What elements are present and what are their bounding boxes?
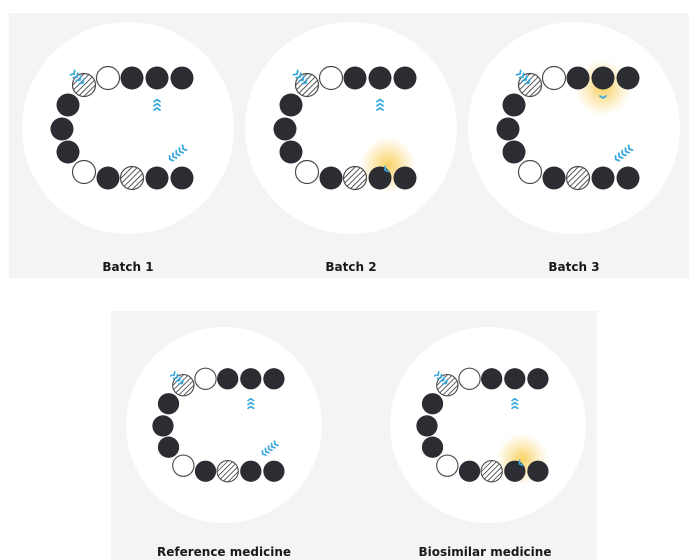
biosimilar-medicine-label: Biosimilar medicine bbox=[419, 545, 552, 559]
dark-bead bbox=[459, 461, 480, 482]
batch-1-molecule bbox=[22, 22, 234, 234]
open-bead bbox=[519, 161, 542, 184]
dark-bead bbox=[617, 67, 640, 90]
dark-bead bbox=[527, 368, 548, 389]
dark-bead bbox=[503, 94, 526, 117]
dark-bead bbox=[158, 437, 179, 458]
dark-bead bbox=[146, 167, 169, 190]
glycan-bottom-right bbox=[262, 441, 278, 455]
dark-bead bbox=[416, 415, 437, 436]
dark-bead bbox=[121, 67, 144, 90]
dark-bead bbox=[217, 368, 238, 389]
dark-bead bbox=[527, 461, 548, 482]
dark-bead bbox=[158, 393, 179, 414]
dark-bead bbox=[567, 67, 590, 90]
batch-3-label: Batch 3 bbox=[548, 260, 599, 274]
glycan-top-middle bbox=[248, 399, 254, 409]
dark-bead bbox=[394, 67, 417, 90]
dark-bead bbox=[146, 67, 169, 90]
open-bead bbox=[437, 455, 458, 476]
open-bead bbox=[97, 67, 120, 90]
dark-bead bbox=[171, 167, 194, 190]
dark-bead bbox=[369, 67, 392, 90]
dark-bead bbox=[592, 167, 615, 190]
dark-bead bbox=[57, 141, 80, 164]
open-bead bbox=[73, 161, 96, 184]
dark-bead bbox=[503, 141, 526, 164]
dark-bead bbox=[617, 167, 640, 190]
dark-bead bbox=[274, 118, 297, 141]
batch-1-label: Batch 1 bbox=[102, 260, 153, 274]
open-bead bbox=[320, 67, 343, 90]
dark-bead bbox=[320, 167, 343, 190]
dark-bead bbox=[280, 141, 303, 164]
dark-bead bbox=[240, 368, 261, 389]
open-bead bbox=[459, 368, 480, 389]
open-bead bbox=[195, 368, 216, 389]
dark-bead bbox=[504, 461, 525, 482]
dark-bead bbox=[97, 167, 120, 190]
dark-bead bbox=[240, 461, 261, 482]
glycan-top-middle bbox=[512, 399, 518, 409]
dark-bead bbox=[195, 461, 216, 482]
dark-bead bbox=[481, 368, 502, 389]
open-bead bbox=[173, 455, 194, 476]
dark-bead bbox=[504, 368, 525, 389]
hatched-bead bbox=[344, 167, 367, 190]
dark-bead bbox=[152, 415, 173, 436]
batch-2-label: Batch 2 bbox=[325, 260, 376, 274]
hatched-bead bbox=[567, 167, 590, 190]
hatched-bead bbox=[121, 167, 144, 190]
dark-bead bbox=[57, 94, 80, 117]
open-bead bbox=[543, 67, 566, 90]
dark-bead bbox=[592, 67, 615, 90]
glycan-top-middle bbox=[377, 100, 383, 110]
biosimilar-medicine-molecule bbox=[390, 327, 586, 523]
open-bead bbox=[296, 161, 319, 184]
reference-medicine-label: Reference medicine bbox=[157, 545, 291, 559]
batch-3-molecule bbox=[468, 22, 680, 234]
dark-bead bbox=[51, 118, 74, 141]
dark-bead bbox=[263, 461, 284, 482]
reference-medicine-molecule bbox=[126, 327, 322, 523]
dark-bead bbox=[497, 118, 520, 141]
batch-2-molecule bbox=[245, 22, 457, 234]
dark-bead bbox=[263, 368, 284, 389]
dark-bead bbox=[394, 167, 417, 190]
dark-bead bbox=[369, 167, 392, 190]
hatched-bead bbox=[481, 461, 502, 482]
dark-bead bbox=[344, 67, 367, 90]
glycan-bottom-right bbox=[616, 145, 633, 160]
dark-bead bbox=[543, 167, 566, 190]
glycan-bottom-right bbox=[170, 145, 187, 160]
glycan-top-middle bbox=[154, 100, 160, 110]
dark-bead bbox=[280, 94, 303, 117]
hatched-bead bbox=[217, 461, 238, 482]
dark-bead bbox=[422, 437, 443, 458]
dark-bead bbox=[171, 67, 194, 90]
dark-bead bbox=[422, 393, 443, 414]
